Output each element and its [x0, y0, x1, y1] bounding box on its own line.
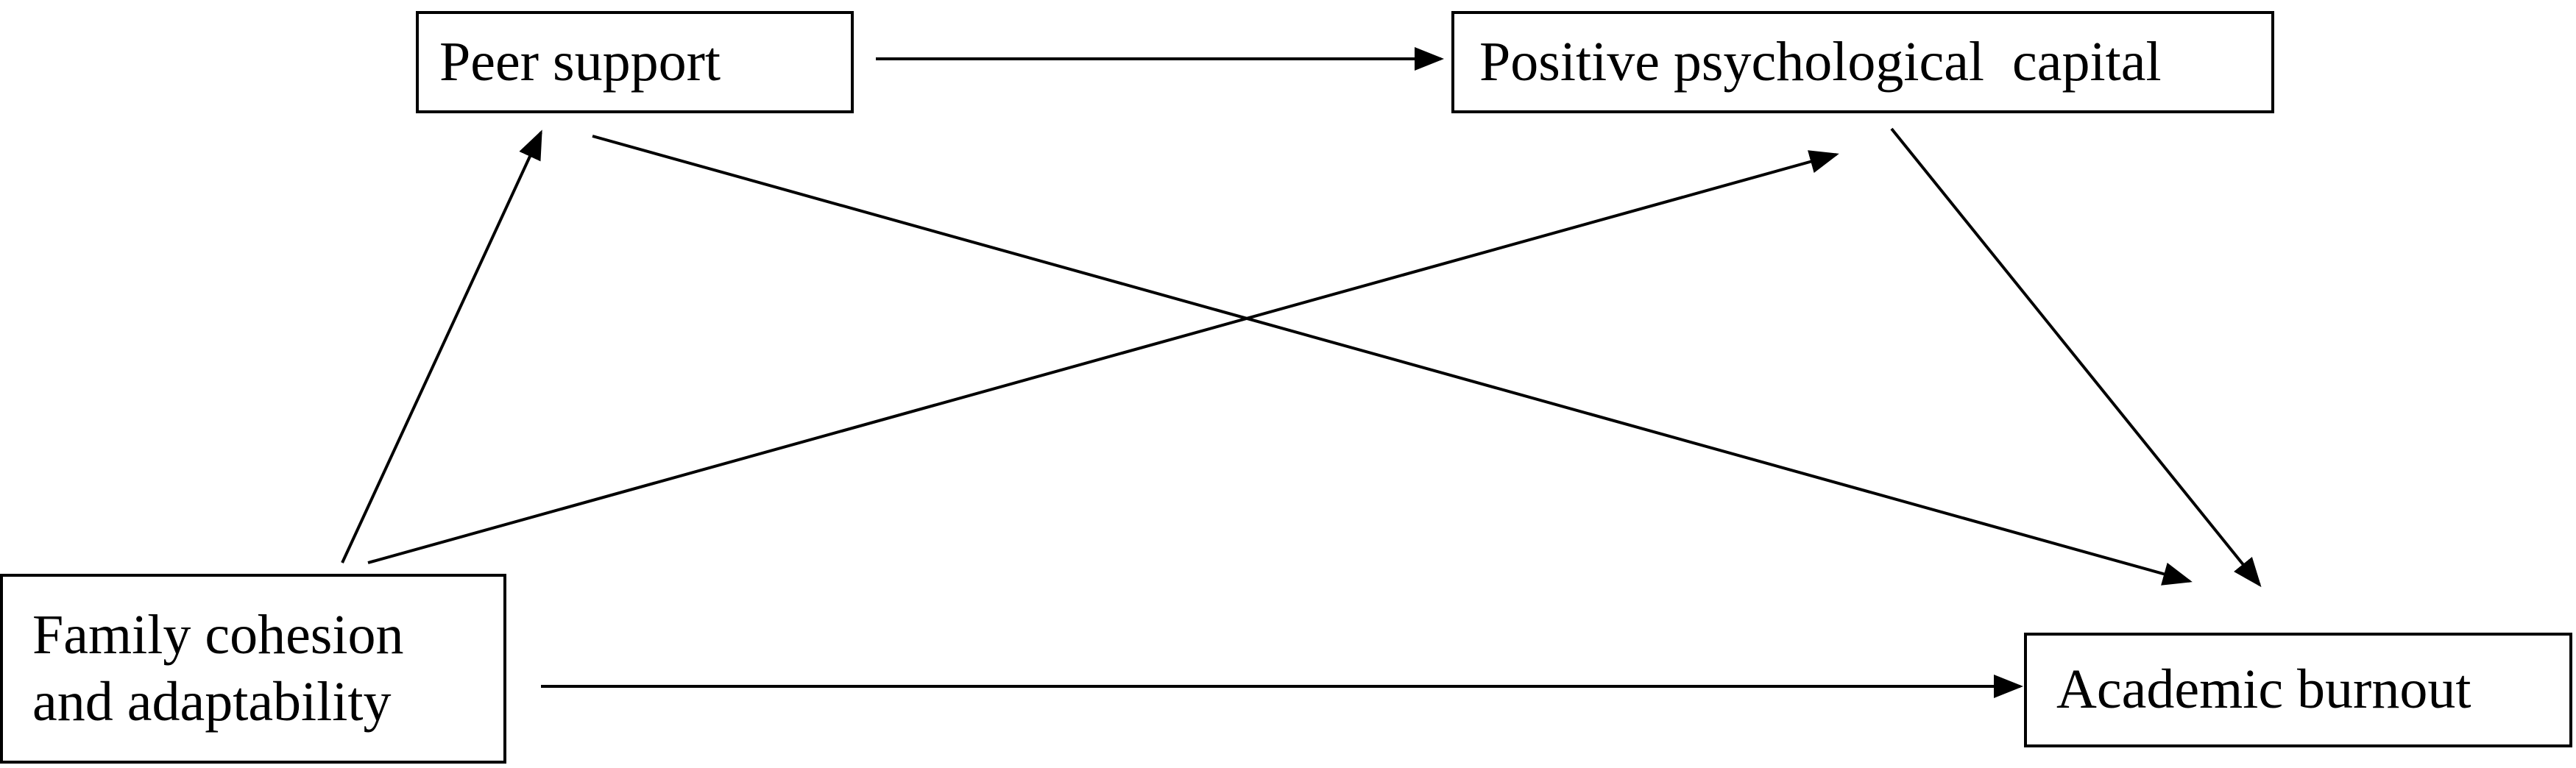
- edge-family-to-peer: [341, 129, 542, 563]
- node-family-label-line1: Family cohesion: [32, 603, 404, 666]
- edge-peer-to-burnout: [592, 135, 2193, 586]
- node-academic-burnout-label: Academic burnout: [2056, 658, 2471, 721]
- node-family-cohesion-adaptability: Family cohesion and adaptability: [0, 574, 506, 764]
- node-positive-psychological-capital: Positive psychological capital: [1451, 11, 2274, 113]
- node-positive-psychological-capital-label: Positive psychological capital: [1479, 30, 2162, 93]
- edge-ppc-to-burnout: [1890, 127, 2262, 588]
- node-peer-support-label: Peer support: [439, 30, 721, 93]
- node-academic-burnout: Academic burnout: [2024, 633, 2572, 747]
- node-peer-support: Peer support: [416, 11, 854, 113]
- node-family-label-line2: and adaptability: [32, 671, 392, 733]
- edge-family-to-ppc: [367, 150, 1839, 564]
